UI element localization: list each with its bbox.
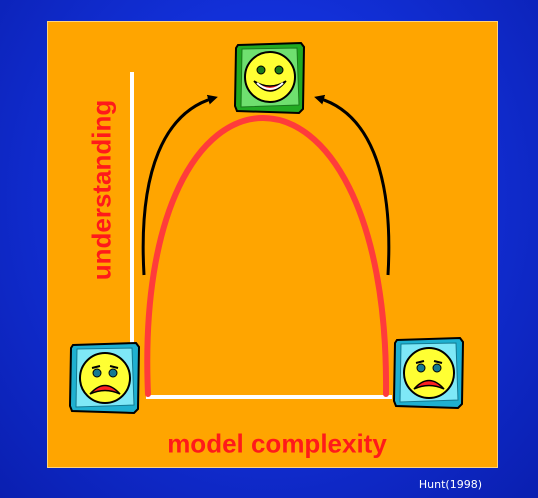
y-axis-label: understanding <box>86 99 117 281</box>
understanding-curve <box>144 114 390 397</box>
right-arrow <box>314 94 391 276</box>
x-axis-label: model complexity <box>167 428 387 459</box>
left-arrow <box>141 94 218 276</box>
sad-face-icon <box>68 341 141 415</box>
sad-face-icon <box>392 336 465 410</box>
citation-text: Hunt(1998) <box>418 478 482 491</box>
happy-face-icon <box>233 41 306 115</box>
